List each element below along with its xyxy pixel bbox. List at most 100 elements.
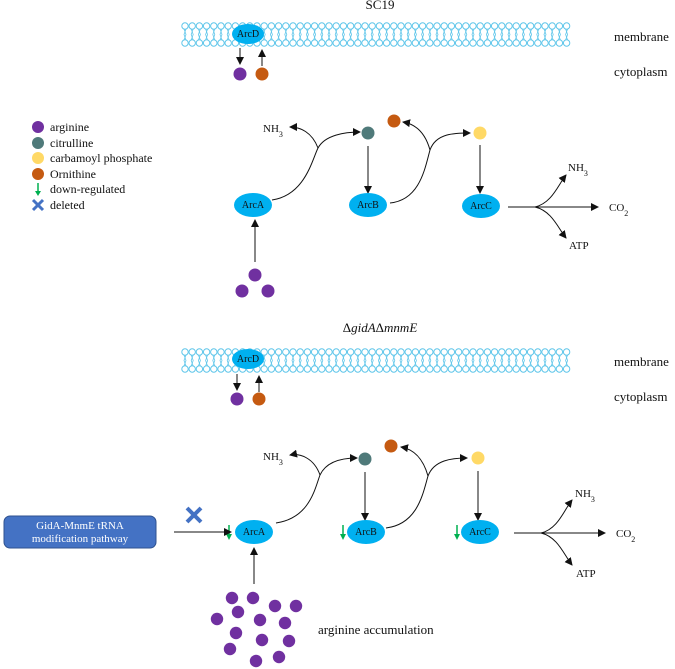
arginine-molecule bbox=[282, 634, 296, 648]
pathway-box-line1: GidA-MnmE tRNA bbox=[36, 520, 124, 532]
arcc-label: ArcC bbox=[470, 201, 492, 212]
arca-enzyme bbox=[234, 193, 272, 217]
nh3-product-label: NH3 bbox=[575, 488, 595, 504]
arginine-molecule bbox=[233, 67, 247, 81]
atp-product-label: ATP bbox=[569, 240, 589, 252]
legend-citrulline-label: citrulline bbox=[50, 136, 93, 150]
membrane-label: membrane bbox=[614, 354, 669, 369]
legend-ornithine-label: Ornithine bbox=[50, 167, 96, 181]
arca-to-citrulline-curve bbox=[271, 128, 361, 201]
legend: arginine citrulline carbamoyl phosphate … bbox=[31, 120, 152, 212]
nh3-product-label: NH3 bbox=[568, 162, 588, 178]
deleted-icon bbox=[185, 506, 203, 524]
ornithine-release-curve bbox=[402, 119, 431, 151]
citrulline-molecule bbox=[358, 452, 372, 466]
arcb-label: ArcB bbox=[357, 200, 379, 211]
nh3-product-label: NH3 bbox=[263, 123, 283, 139]
legend-arginine-swatch bbox=[32, 121, 44, 133]
nh3-release-curve bbox=[289, 449, 321, 476]
arcc-node: ArcC bbox=[461, 520, 499, 544]
membrane-label: membrane bbox=[614, 29, 669, 44]
ornithine-molecule bbox=[255, 67, 269, 81]
legend-ornithine-swatch bbox=[32, 168, 44, 180]
membrane-bilayer bbox=[181, 348, 571, 373]
arca-label: ArcA bbox=[243, 527, 266, 538]
arca-node: ArcA bbox=[234, 193, 272, 217]
ornithine-molecule bbox=[252, 392, 266, 406]
arcd-enzyme bbox=[232, 349, 264, 369]
arginine-accumulation-cluster bbox=[210, 591, 303, 668]
arginine-molecule bbox=[235, 284, 249, 298]
nh3-release-curve bbox=[289, 123, 319, 149]
arcb-enzyme bbox=[349, 193, 387, 217]
arginine-molecule bbox=[278, 616, 292, 630]
carbamoyl-phosphate-molecule bbox=[473, 126, 487, 140]
arcc-node: ArcC bbox=[462, 194, 500, 218]
arginine-molecule bbox=[231, 605, 245, 619]
down-regulated-arcc-icon bbox=[454, 525, 460, 540]
arginine-molecule bbox=[253, 613, 267, 627]
arginine-molecule bbox=[210, 612, 224, 626]
membrane-bilayer bbox=[181, 22, 571, 47]
arginine-molecule bbox=[225, 591, 239, 605]
pathway-box bbox=[3, 515, 157, 549]
arcb-to-carbamoyl-curve bbox=[385, 454, 468, 529]
legend-carbamoyl-phosphate-swatch bbox=[32, 152, 44, 164]
ornithine-molecule bbox=[387, 114, 401, 128]
arginine-molecule bbox=[255, 633, 269, 647]
arginine-molecule bbox=[268, 599, 282, 613]
arcb-label: ArcB bbox=[355, 527, 377, 538]
arcc-enzyme bbox=[461, 520, 499, 544]
arginine-molecule bbox=[223, 642, 237, 656]
ornithine-molecule bbox=[384, 439, 398, 453]
cytoplasm-label: cytoplasm bbox=[614, 64, 667, 79]
arcb-node: ArcB bbox=[349, 193, 387, 217]
arginine-molecule bbox=[248, 268, 262, 282]
legend-citrulline-swatch bbox=[32, 137, 44, 149]
arcc-atp-curve bbox=[534, 206, 567, 239]
arcc-enzyme bbox=[462, 194, 500, 218]
gida-mnme-pathway-box: GidA-MnmE tRNA modification pathway bbox=[3, 515, 157, 549]
arginine-molecule bbox=[261, 284, 275, 298]
carbamoyl-phosphate-molecule bbox=[471, 451, 485, 465]
arca-node: ArcA bbox=[235, 520, 273, 544]
legend-arginine-label: arginine bbox=[50, 120, 89, 134]
citrulline-molecule bbox=[361, 126, 375, 140]
arginine-molecule bbox=[246, 591, 260, 605]
arcd-label: ArcD bbox=[237, 29, 259, 40]
arcc-atp-curve bbox=[540, 532, 573, 566]
arcc-nh3-curve bbox=[534, 174, 567, 208]
arcc-label: ArcC bbox=[469, 527, 491, 538]
co2-product-label: CO2 bbox=[609, 202, 628, 218]
nh3-product-label: NH3 bbox=[263, 451, 283, 467]
arca-label: ArcA bbox=[242, 200, 265, 211]
arcd-enzyme bbox=[232, 24, 264, 44]
pathway-box-line2: modification pathway bbox=[32, 533, 129, 545]
arginine-molecule bbox=[229, 626, 243, 640]
arcb-enzyme bbox=[347, 520, 385, 544]
arginine-molecule bbox=[289, 599, 303, 613]
legend-down-regulated-label: down-regulated bbox=[50, 182, 125, 196]
arca-enzyme bbox=[235, 520, 273, 544]
arca-to-citrulline-curve bbox=[275, 454, 358, 524]
arcc-nh3-curve bbox=[540, 499, 573, 534]
down-regulated-arcb-icon bbox=[340, 525, 346, 540]
arginine-molecule bbox=[272, 650, 286, 664]
arginine-accumulation-label: arginine accumulation bbox=[318, 622, 434, 637]
arcd-transporter: ArcD bbox=[232, 349, 264, 369]
arcd-label: ArcD bbox=[237, 354, 259, 365]
legend-down-regulated-icon bbox=[35, 183, 41, 196]
cytoplasm-label: cytoplasm bbox=[614, 389, 667, 404]
arcb-to-carbamoyl-curve bbox=[389, 129, 471, 204]
ornithine-release-curve bbox=[400, 444, 429, 477]
legend-deleted-label: deleted bbox=[50, 198, 85, 212]
atp-product-label: ATP bbox=[576, 568, 596, 580]
bottom-panel-title: ΔgidAΔmnmE bbox=[343, 320, 418, 335]
legend-carbamoyl-phosphate-label: carbamoyl phosphate bbox=[50, 151, 152, 165]
top-panel-title: SC19 bbox=[366, 0, 395, 12]
arginine-molecule bbox=[249, 654, 263, 668]
arcb-node: ArcB bbox=[347, 520, 385, 544]
arginine-molecule bbox=[230, 392, 244, 406]
arcd-transporter: ArcD bbox=[232, 24, 264, 44]
